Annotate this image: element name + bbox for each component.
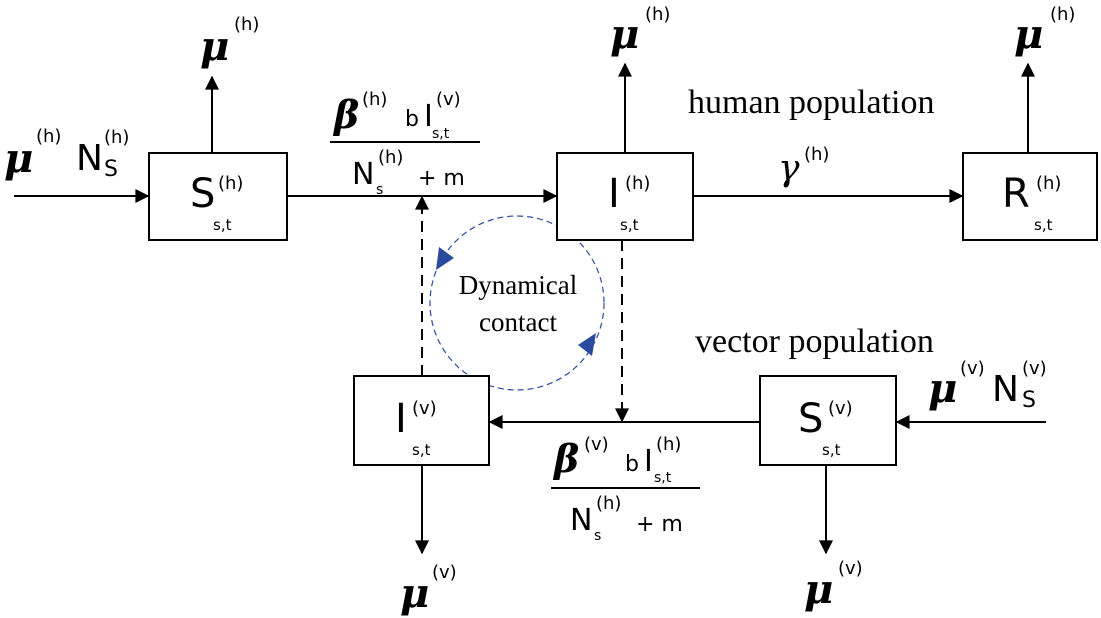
i-h-sub: s,t bbox=[620, 216, 639, 234]
dynamical-contact-circle bbox=[429, 215, 605, 391]
inflow-human-mu: μ bbox=[4, 135, 33, 182]
box-susceptible-vector bbox=[759, 375, 897, 466]
contact-arrowhead-upper bbox=[436, 247, 454, 270]
human-rate-i-sup: (v) bbox=[436, 89, 461, 110]
s-h-main: S bbox=[190, 171, 215, 217]
vector-rate-beta-sup: (v) bbox=[584, 434, 609, 455]
human-rate-i-sub: s,t bbox=[432, 126, 450, 142]
inflow-vector-mu-sup: (v) bbox=[960, 358, 985, 379]
human-rate-n: N bbox=[352, 157, 374, 192]
vector-rate-i-sup: (h) bbox=[656, 434, 681, 455]
recovery-gamma-sup: (h) bbox=[804, 144, 829, 165]
r-h-main: R bbox=[1002, 171, 1030, 217]
inflow-vector-mu: μ bbox=[928, 365, 957, 412]
box-susceptible-human bbox=[148, 152, 288, 241]
vector-rate-b: b bbox=[625, 452, 639, 477]
human-rate-plus-m: + m bbox=[418, 166, 465, 191]
mu-s-v-sup: (v) bbox=[838, 558, 863, 579]
recovery-gamma: γ bbox=[778, 148, 800, 189]
s-h-sup: (h) bbox=[218, 173, 243, 194]
s-h-sub: s,t bbox=[213, 216, 232, 234]
contact-label-line2: contact bbox=[479, 307, 557, 337]
inflow-vector-n-sup: (v) bbox=[1022, 358, 1047, 379]
mu-i-h-sup: (h) bbox=[645, 4, 670, 25]
inflow-vector-n: N bbox=[992, 369, 1019, 410]
vector-rate-n-sub: s bbox=[594, 528, 601, 544]
mu-i-v-symbol: μ bbox=[400, 570, 429, 617]
box-infected-human bbox=[556, 152, 694, 241]
r-h-sup: (h) bbox=[1036, 173, 1061, 194]
s-v-sup: (v) bbox=[828, 398, 853, 419]
inflow-vector-n-sub: S bbox=[1022, 388, 1036, 413]
inflow-human-n: N bbox=[76, 138, 103, 179]
mu-r-h-sup: (h) bbox=[1050, 4, 1075, 25]
contact-arrowhead-lower bbox=[578, 333, 596, 356]
vector-rate-i: I bbox=[644, 444, 653, 479]
inflow-human-n-sup: (h) bbox=[104, 127, 129, 148]
s-v-main: S bbox=[798, 396, 823, 442]
mu-i-v-sup: (v) bbox=[432, 562, 457, 583]
vector-rate-n: N bbox=[570, 503, 592, 538]
vector-rate-n-sup: (h) bbox=[596, 493, 621, 514]
human-population-label: human population bbox=[688, 84, 934, 121]
mu-r-h-symbol: μ bbox=[1014, 11, 1043, 58]
mu-i-h-symbol: μ bbox=[610, 11, 639, 58]
vector-rate-i-sub: s,t bbox=[654, 470, 672, 486]
vector-rate-beta: β bbox=[552, 436, 579, 481]
vector-rate-plus-m: + m bbox=[636, 512, 683, 537]
human-rate-n-sup: (h) bbox=[378, 147, 403, 168]
i-v-sup: (v) bbox=[412, 398, 437, 419]
mu-s-h-sup: (h) bbox=[234, 14, 259, 35]
human-rate-beta: β bbox=[332, 92, 359, 137]
contact-label-line1: Dynamical bbox=[459, 270, 577, 300]
box-infected-vector bbox=[353, 375, 490, 466]
mu-s-v-symbol: μ bbox=[804, 566, 833, 613]
human-rate-i: I bbox=[424, 99, 433, 134]
inflow-human-n-sub: S bbox=[104, 157, 118, 182]
human-rate-b: b bbox=[405, 107, 419, 132]
i-h-main: I bbox=[608, 171, 620, 217]
i-v-sub: s,t bbox=[412, 441, 431, 459]
i-v-main: I bbox=[395, 396, 407, 442]
vector-population-label: vector population bbox=[695, 323, 934, 360]
human-rate-n-sub: s bbox=[376, 182, 383, 198]
mu-s-h-symbol: μ bbox=[200, 23, 229, 70]
box-recovered-human bbox=[962, 152, 1098, 241]
i-h-sup: (h) bbox=[625, 173, 650, 194]
r-h-sub: s,t bbox=[1034, 216, 1053, 234]
inflow-human-mu-sup: (h) bbox=[36, 126, 61, 147]
human-rate-beta-sup: (h) bbox=[362, 89, 387, 110]
s-v-sub: s,t bbox=[822, 441, 841, 459]
